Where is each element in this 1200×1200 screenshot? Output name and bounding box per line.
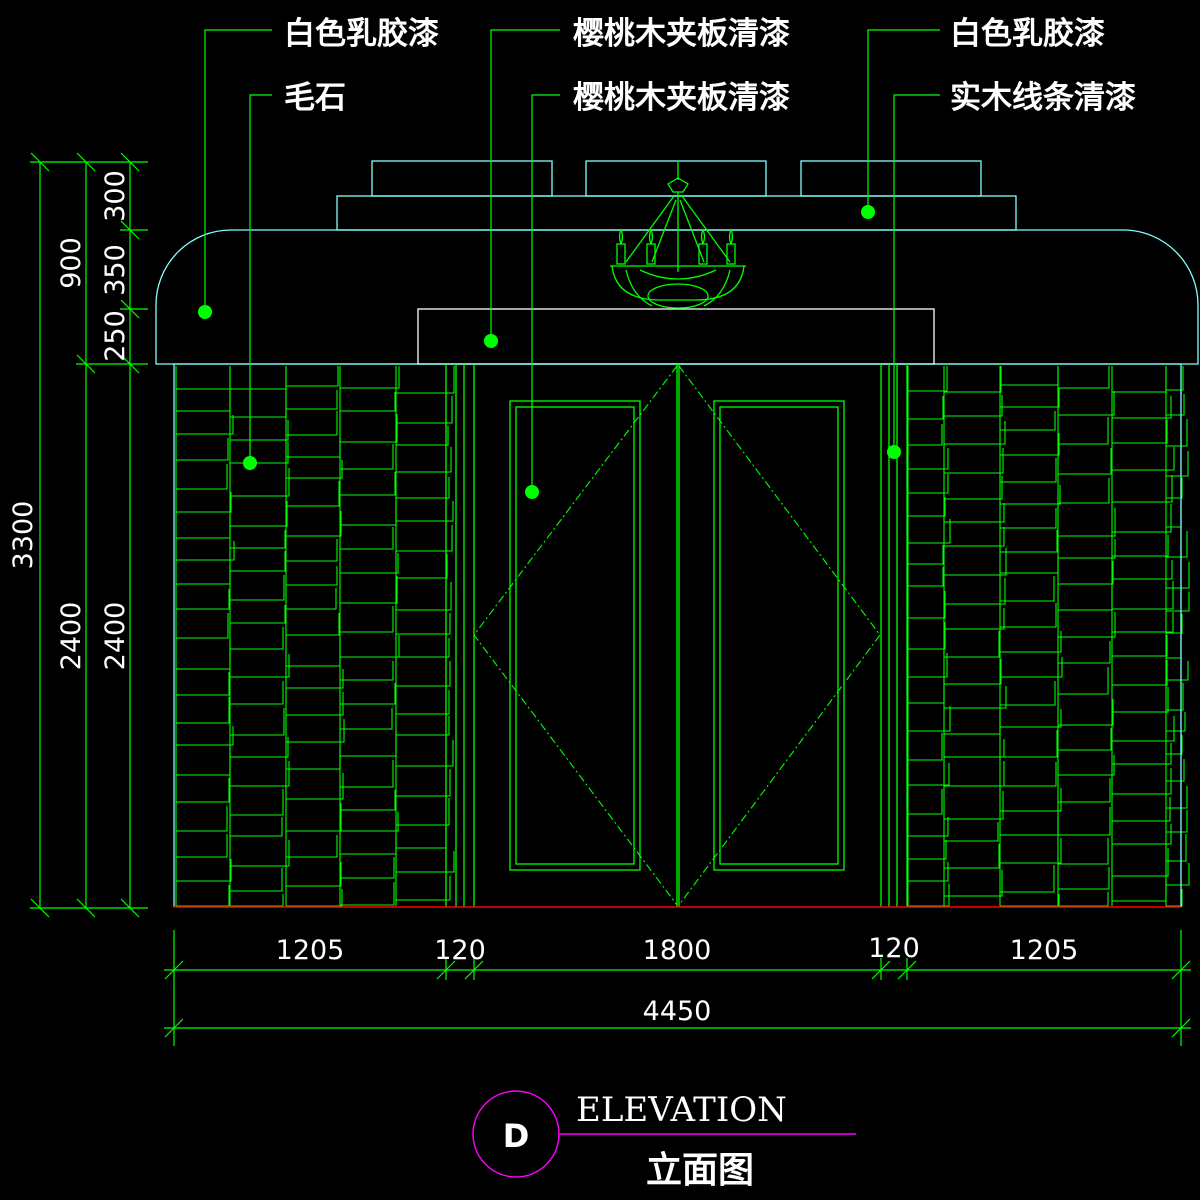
dim-bottom-1800: 1800 bbox=[643, 935, 712, 966]
rubble-stone-wall-right bbox=[907, 366, 1190, 907]
dim-bottom-120-left: 120 bbox=[434, 935, 486, 966]
rubble-stone-wall-left bbox=[175, 366, 455, 907]
title-chinese: 立面图 bbox=[646, 1150, 754, 1191]
label-solid-wood-trim: 实木线条清漆 bbox=[950, 80, 1136, 116]
vertical-dimension-texts: 3300 900 2400 300 350 250 2400 bbox=[8, 170, 131, 670]
chandelier bbox=[610, 162, 746, 309]
door-swing-diamond bbox=[473, 365, 881, 906]
cornice bbox=[155, 160, 1199, 365]
dim-300: 300 bbox=[100, 170, 131, 222]
dim-250: 250 bbox=[100, 310, 131, 362]
section-marker-letter: D bbox=[503, 1117, 530, 1155]
dim-total-width: 4450 bbox=[643, 996, 712, 1027]
door-panel-left bbox=[509, 400, 641, 871]
horizontal-dimensions bbox=[164, 930, 1191, 1046]
arched-header bbox=[155, 229, 1199, 365]
label-white-latex-right: 白色乳胶漆 bbox=[950, 16, 1105, 52]
label-rubble-stone: 毛石 bbox=[284, 80, 346, 116]
label-white-latex-left: 白色乳胶漆 bbox=[284, 16, 439, 52]
dim-total-height: 3300 bbox=[8, 501, 39, 570]
double-door bbox=[509, 364, 845, 907]
title-block: D ELEVATION 立面图 bbox=[472, 1090, 856, 1191]
top-block-right bbox=[800, 160, 982, 197]
label-cherry-plywood-top: 樱桃木夹板清漆 bbox=[573, 16, 790, 52]
dim-wall-2400-a: 2400 bbox=[56, 602, 87, 671]
leader-lines bbox=[204, 29, 940, 492]
dim-350: 350 bbox=[100, 244, 131, 296]
label-cherry-plywood-door: 樱桃木夹板清漆 bbox=[573, 80, 790, 116]
horizontal-dimension-texts: 1205 120 1800 120 1205 4450 bbox=[276, 933, 1079, 1027]
door-panel-right bbox=[713, 400, 845, 871]
title-english: ELEVATION bbox=[576, 1090, 787, 1130]
dim-bottom-1205-left: 1205 bbox=[276, 935, 345, 966]
dim-bottom-120-right: 120 bbox=[868, 933, 920, 964]
dim-bottom-1205-right: 1205 bbox=[1010, 935, 1079, 966]
dim-header-900: 900 bbox=[56, 237, 87, 289]
door-casing bbox=[445, 364, 908, 907]
top-block-left bbox=[371, 160, 553, 197]
leader-dots bbox=[198, 205, 901, 499]
cornice-band bbox=[336, 195, 1017, 231]
dim-wall-2400-b: 2400 bbox=[100, 602, 131, 671]
vertical-dimensions bbox=[30, 152, 148, 918]
